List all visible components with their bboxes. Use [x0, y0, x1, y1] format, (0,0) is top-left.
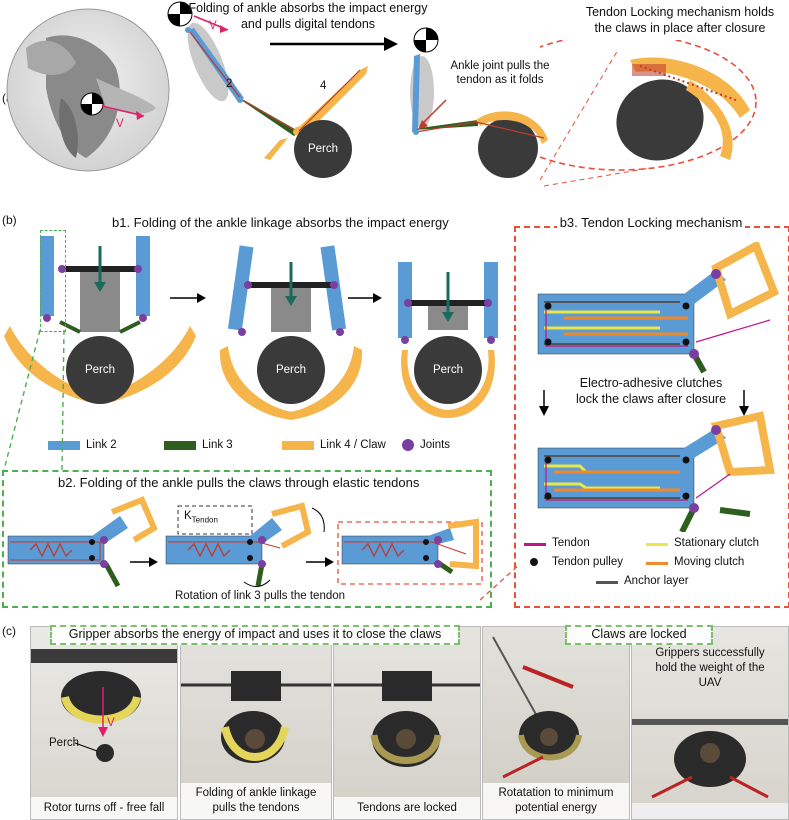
legend-label-link2: Link 2 [86, 439, 117, 451]
caption-folding: Folding of ankle linkage pulls the tendo… [181, 783, 331, 819]
perch-label-b1-closed: Perch [432, 364, 464, 376]
b2-title: b2. Folding of the ankle pulls the claws… [58, 475, 420, 490]
legend-label-joints: Joints [420, 439, 451, 451]
b3-legend-label-pulley: Tendon pulley [552, 556, 623, 568]
perch-label-b1-open: Perch [84, 364, 116, 376]
caption-folding-line2: pulls the tendons [212, 802, 300, 814]
link-number-4: 4 [320, 80, 327, 92]
b2-stage-1 [7, 496, 158, 588]
owl-velocity-label: V [116, 118, 124, 130]
fold-caption-line2: and pulls digital tendons [240, 17, 376, 31]
fold-caption-line1: Folding of ankle absorbs the impact ener… [188, 1, 428, 15]
b2-box [2, 470, 492, 608]
perch-label-a1: Perch [307, 143, 339, 155]
caption-locked: Tendons are locked [334, 797, 480, 819]
b2-tendon-sequence [7, 496, 483, 588]
legend-swatch-claw [282, 441, 314, 450]
perch-label-b1-mid: Perch [275, 364, 307, 376]
photo-velocity-label: V [107, 717, 115, 729]
b2-b3-connector [480, 563, 521, 601]
lock-zoom-inset [540, 40, 757, 187]
caption-rotation: Rotatation to minimum potential energy [483, 783, 629, 819]
legend-label-link3: Link 3 [202, 439, 233, 451]
gripper-open [4, 236, 196, 404]
owl-photo [6, 8, 170, 172]
b3-legend-swatch-pulley [530, 558, 538, 566]
legend-swatch-joints [402, 439, 414, 451]
b2-stage-3 [337, 518, 483, 585]
hold-caption-line3: UAV [698, 677, 722, 689]
perch-circle-a1 [294, 120, 352, 178]
leg-velocity-label: V [209, 20, 217, 32]
b3-legend-label-moving: Moving clutch [674, 556, 745, 568]
b3-legend-swatch-tendon [524, 543, 546, 546]
ankle-caption-line2: tendon as it folds [456, 74, 544, 86]
photo-perch-label: Perch [49, 737, 80, 749]
banner-left [50, 625, 460, 645]
b3-legend-swatch-stationary [646, 543, 668, 546]
caption-folding-line1: Folding of ankle linkage [195, 787, 317, 799]
b3-unlocked [537, 242, 780, 374]
b3-title-text: b3. Tendon Locking mechanism [556, 215, 746, 230]
b2-rotation-caption: Rotation of link 3 pulls the tendon [174, 590, 346, 602]
b3-legend-swatch-moving [646, 562, 668, 565]
b3-legend-label-tendon: Tendon [552, 537, 590, 549]
transition-arrow [270, 37, 398, 51]
k-tendon-label: KTendon [184, 510, 218, 525]
gripper-closed [398, 262, 498, 418]
caption-rotation-line1: Rotatation to minimum [498, 787, 614, 799]
b1-b2-connector [3, 330, 65, 471]
b3-clutch-diagrams [537, 242, 780, 532]
caption-rotation-line2: potential energy [515, 802, 597, 814]
legend-swatch-link3 [164, 441, 196, 450]
b3-legend-swatch-anchor [596, 581, 618, 584]
hold-caption-line1: Grippers successfully [655, 647, 765, 659]
banner-right [565, 625, 713, 645]
caption-free-fall: Rotor turns off - free fall [31, 797, 177, 819]
panel-c-letter: (c) [2, 624, 16, 638]
legend-label-claw: Link 4 / Claw [320, 439, 386, 451]
link-number-2: 2 [226, 78, 233, 90]
photo-hold-weight: Grippers successfully hold the weight of… [631, 626, 789, 820]
lock-caption-line1: Tendon Locking mechanism holds [585, 5, 775, 19]
gripper-mid [219, 245, 363, 420]
ankle-caption-line1: Ankle joint pulls the [450, 60, 550, 72]
banner-right-text: Claws are locked [591, 627, 687, 641]
b1-gripper-sequence [4, 236, 498, 420]
b3-mid-caption-line2: lock the claws after closure [575, 392, 727, 406]
b3-legend-label-stationary: Stationary clutch [674, 537, 760, 549]
k-tendon-sub: Tendon [191, 515, 218, 525]
b3-mid-caption-line1: Electro-adhesive clutches [579, 376, 723, 390]
k-tendon-main: K [184, 510, 192, 522]
leg-diagram-extended [167, 1, 368, 160]
photo-free-fall: V Perch Rotor turns off - free fall [30, 626, 178, 820]
b3-legend-label-anchor: Anchor layer [624, 575, 689, 587]
b1-title: b1. Folding of the ankle linkage absorbs… [112, 215, 449, 230]
photo-locked: Tendons are locked [333, 626, 481, 820]
b3-locked [537, 411, 775, 532]
leg-diagram-folded [410, 27, 548, 178]
photo-rotation: Rotatation to minimum potential energy [482, 626, 630, 820]
photo-folding: Folding of ankle linkage pulls the tendo… [180, 626, 332, 820]
b2-stage-2 [165, 502, 325, 587]
b1-highlight-box [40, 230, 66, 332]
b3-title: b3. Tendon Locking mechanism [514, 215, 788, 230]
legend-swatch-link2 [48, 441, 80, 450]
hold-caption-line2: hold the weight of the [655, 662, 765, 674]
banner-left-text: Gripper absorbs the energy of impact and… [68, 627, 442, 641]
lock-caption-line2: the claws in place after closure [594, 21, 766, 35]
panel-b-letter: (b) [2, 213, 17, 227]
